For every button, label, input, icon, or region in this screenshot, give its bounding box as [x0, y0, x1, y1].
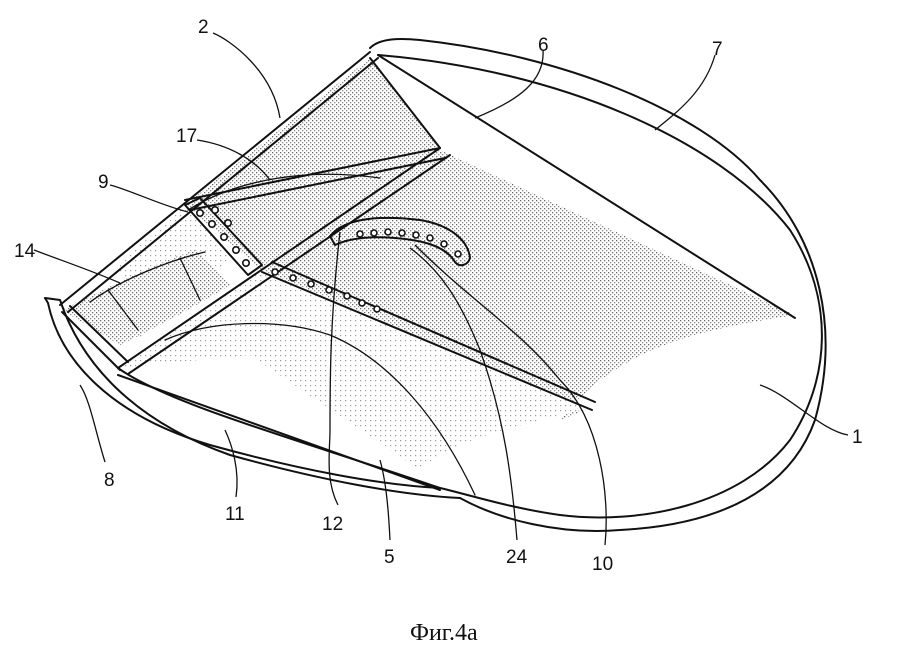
diagonal-rail: [369, 57, 441, 149]
upper-shaded-panel: [185, 58, 440, 270]
shell-right-outline: [377, 54, 823, 519]
skirt-outer-edge: [44, 297, 461, 499]
plate-9-holes: [196, 206, 251, 267]
lower-shaded-panel: [118, 270, 590, 470]
label-17: 17: [176, 126, 197, 147]
front-crossbar-inner: [69, 305, 129, 363]
shell-top-edge: [369, 38, 827, 532]
top-rail-inner: [67, 57, 379, 313]
beam-10-lower: [261, 271, 593, 411]
housing-drawing: [44, 38, 827, 532]
reference-labels: 2 6 7 17 9 14 1 8 11 12 5 24 10: [14, 17, 863, 575]
label-1: 1: [852, 427, 863, 448]
label-2: 2: [198, 17, 209, 38]
base-edge-11: [117, 374, 441, 491]
main-beam-inner: [127, 154, 451, 375]
skirt-inner-edge: [44, 297, 441, 489]
beam-10-upper: [271, 261, 596, 403]
label-8: 8: [104, 470, 115, 491]
label-9: 9: [98, 172, 109, 193]
label-7: 7: [712, 39, 723, 60]
label-24: 24: [506, 547, 528, 568]
label-12: 12: [322, 514, 343, 535]
strip-24-holes: [356, 228, 462, 258]
curve-14: [89, 251, 206, 303]
cross-rail-inner: [189, 157, 446, 211]
front-crossbar: [61, 311, 121, 371]
ridge-6: [377, 54, 796, 319]
label-14: 14: [14, 241, 36, 262]
curve-lower: [164, 322, 476, 496]
label-10: 10: [592, 554, 613, 575]
plate-9: [184, 197, 263, 276]
label-5: 5: [384, 547, 395, 568]
strip-24: [329, 216, 471, 267]
cavity-divider: [179, 257, 201, 301]
top-rail: [59, 51, 371, 306]
cavity-divider-2: [107, 289, 139, 331]
main-beam: [117, 147, 441, 369]
figure-caption: Фиг.4а: [410, 620, 478, 646]
leader-lines: [33, 32, 849, 546]
label-11: 11: [225, 504, 245, 525]
curve-17: [187, 173, 381, 211]
label-6: 6: [538, 35, 549, 56]
beam-holes: [271, 268, 381, 313]
